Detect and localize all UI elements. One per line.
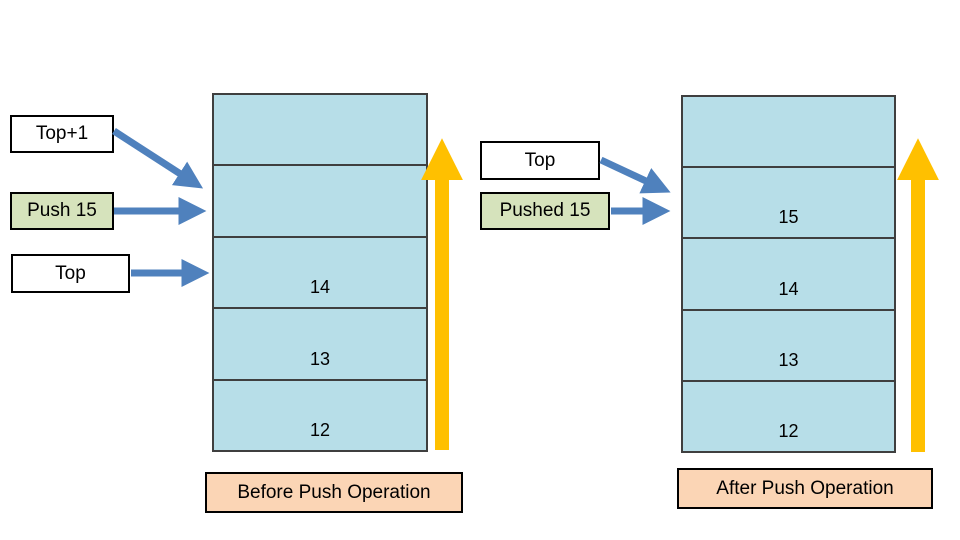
top-plus-1-label: Top+1 xyxy=(10,115,114,153)
after-stack-cell-0 xyxy=(683,97,894,169)
top-label-before: Top xyxy=(11,254,130,293)
before-stack-cell-3: 13 xyxy=(214,309,426,381)
after-stack-cell-1: 15 xyxy=(683,168,894,240)
push-15-label: Push 15 xyxy=(10,192,114,230)
pushed-15-label: Pushed 15 xyxy=(480,192,610,230)
top-plus-1-label-text: Top+1 xyxy=(35,123,89,144)
pushed-15-label-text: Pushed 15 xyxy=(499,200,591,221)
before-stack-cell-4: 12 xyxy=(214,380,426,451)
after-caption-text: After Push Operation xyxy=(716,477,894,499)
push-15-label-text: Push 15 xyxy=(27,200,97,221)
before-stack-cell-2: 14 xyxy=(214,237,426,310)
before-stack-cell-0 xyxy=(214,95,426,167)
before-stack-cell-1 xyxy=(214,166,426,238)
top-label-after: Top xyxy=(480,141,600,180)
after-stack: 15 14 13 12 xyxy=(681,95,896,453)
top-label-before-text: Top xyxy=(55,262,86,284)
after-stack-cell-2: 14 xyxy=(683,239,894,311)
top-plus-1-arrow xyxy=(112,128,204,189)
top-arrow-after xyxy=(599,156,671,194)
after-stack-cell-4: 12 xyxy=(683,381,894,452)
before-caption: Before Push Operation xyxy=(205,472,463,513)
after-stack-cell-3: 13 xyxy=(683,310,894,382)
before-stack: 14 13 12 xyxy=(212,93,428,452)
after-caption: After Push Operation xyxy=(677,468,933,509)
top-label-after-text: Top xyxy=(524,149,556,171)
before-caption-text: Before Push Operation xyxy=(237,481,431,503)
